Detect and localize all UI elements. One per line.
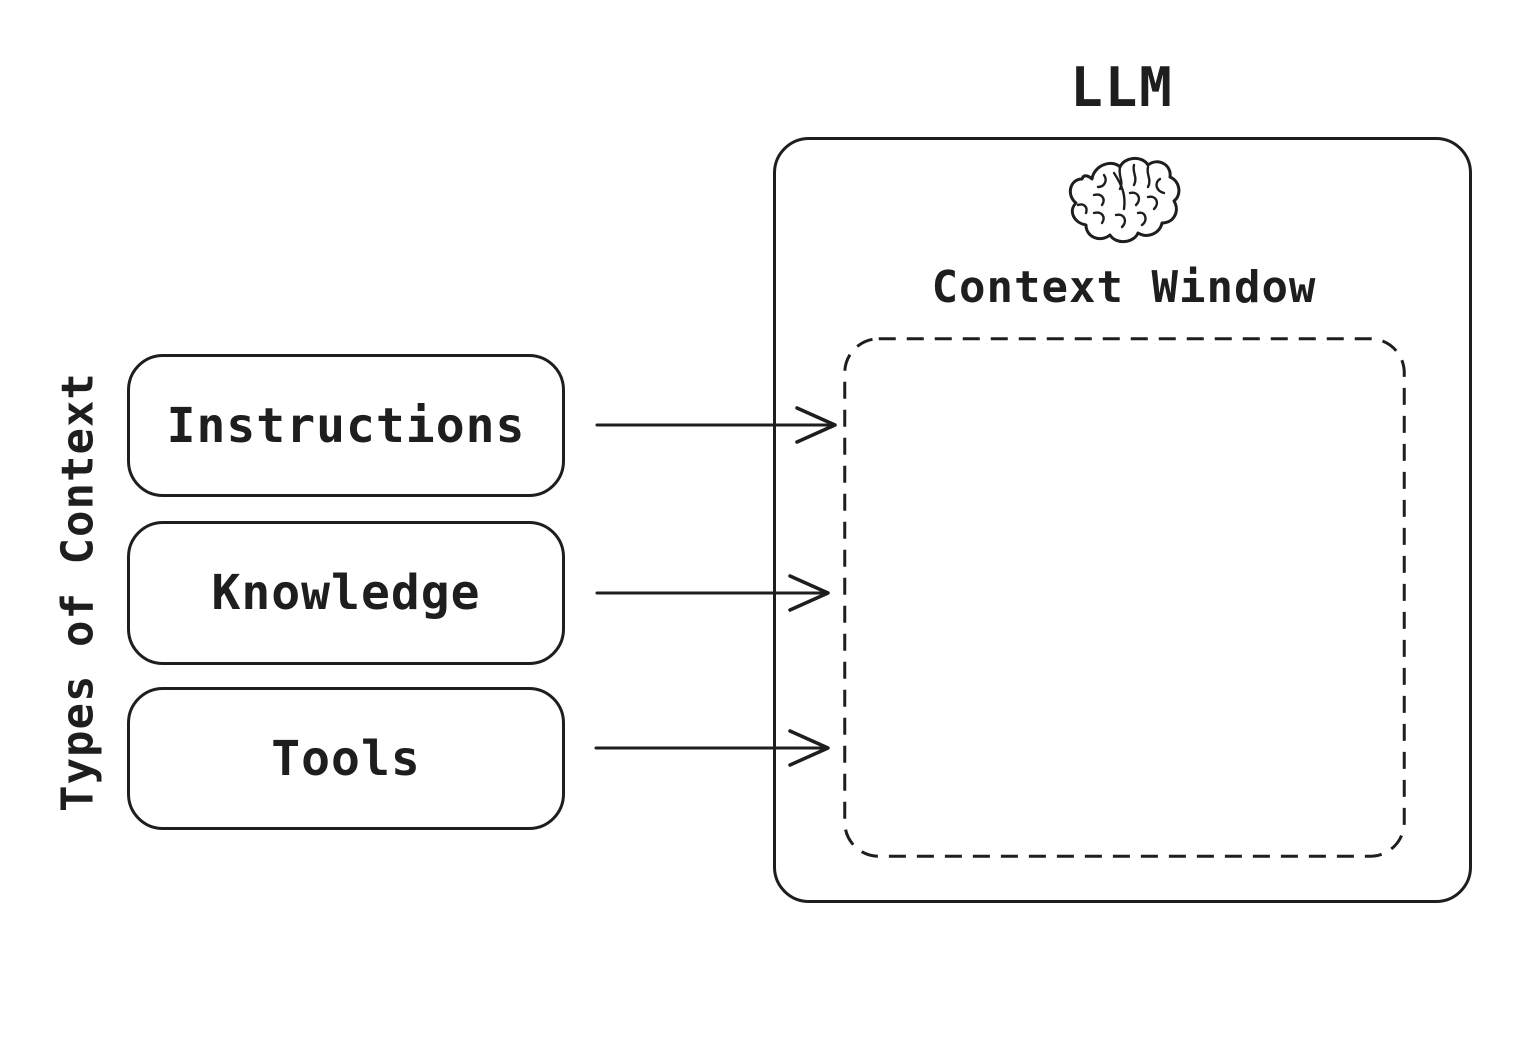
brain-icon <box>1068 157 1181 243</box>
knowledge-box-label: Knowledge <box>211 565 481 621</box>
instructions-box-label: Instructions <box>166 397 526 454</box>
tools-box: Tools <box>127 687 565 830</box>
instructions-box: Instructions <box>127 354 565 497</box>
tools-box-label: Tools <box>271 730 421 787</box>
context-window-label: Context Window <box>931 262 1317 313</box>
llm-box <box>773 137 1472 903</box>
llm-title: LLM <box>1070 56 1174 119</box>
context-window-region <box>843 337 1406 858</box>
types-of-context-label: Types of Context <box>52 372 104 812</box>
knowledge-box: Knowledge <box>127 521 565 665</box>
